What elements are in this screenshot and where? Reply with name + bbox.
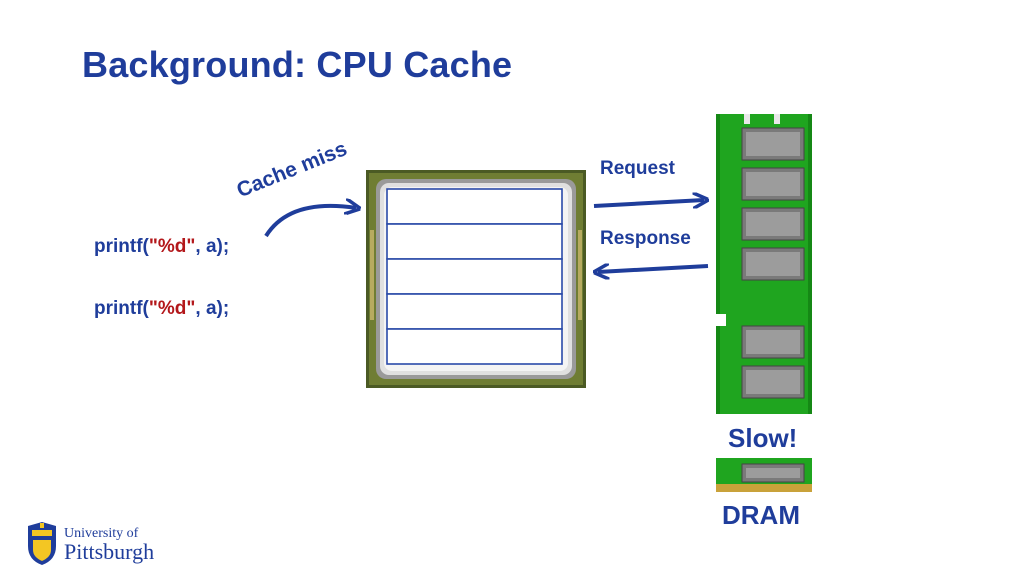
university-logo-icon <box>28 522 56 565</box>
cache-line <box>386 188 563 225</box>
cache-line <box>386 223 563 260</box>
dram-chip-face <box>746 370 800 394</box>
dram-chip-face <box>746 172 800 196</box>
slow-label: Slow! <box>728 423 798 453</box>
dram-chip-face <box>746 330 800 354</box>
code-line-1: printf("%d", a); <box>94 236 229 258</box>
response-arrow <box>598 266 709 272</box>
slide-title: Background: CPU Cache <box>82 44 513 85</box>
code-suffix: , a); <box>195 298 230 319</box>
code-format-string: "%d" <box>148 236 196 257</box>
cpu-chip <box>366 170 586 388</box>
dram-chips <box>741 127 805 483</box>
code-format-string: "%d" <box>148 298 196 319</box>
code-prefix: printf( <box>94 298 149 319</box>
code-suffix: , a); <box>195 236 230 257</box>
cache-miss-arrow <box>264 206 356 238</box>
request-arrow <box>593 200 704 206</box>
dram-module <box>716 114 812 492</box>
cache-line <box>386 328 563 365</box>
cache-line <box>386 293 563 330</box>
dram-chip-face <box>746 132 800 156</box>
dram-chip-face <box>746 252 800 276</box>
code-prefix: printf( <box>94 236 149 257</box>
logo-text-line2: Pittsburgh <box>64 539 155 564</box>
response-label: Response <box>600 228 691 249</box>
code-line-2: printf("%d", a); <box>94 298 229 320</box>
cache-lines <box>386 188 563 365</box>
logo-text-line1: University of <box>64 526 139 541</box>
dram-chip-face <box>746 212 800 236</box>
dram-chip-face <box>746 468 800 478</box>
cache-line <box>386 258 563 295</box>
dram-label: DRAM <box>722 500 800 530</box>
request-label: Request <box>600 158 675 179</box>
